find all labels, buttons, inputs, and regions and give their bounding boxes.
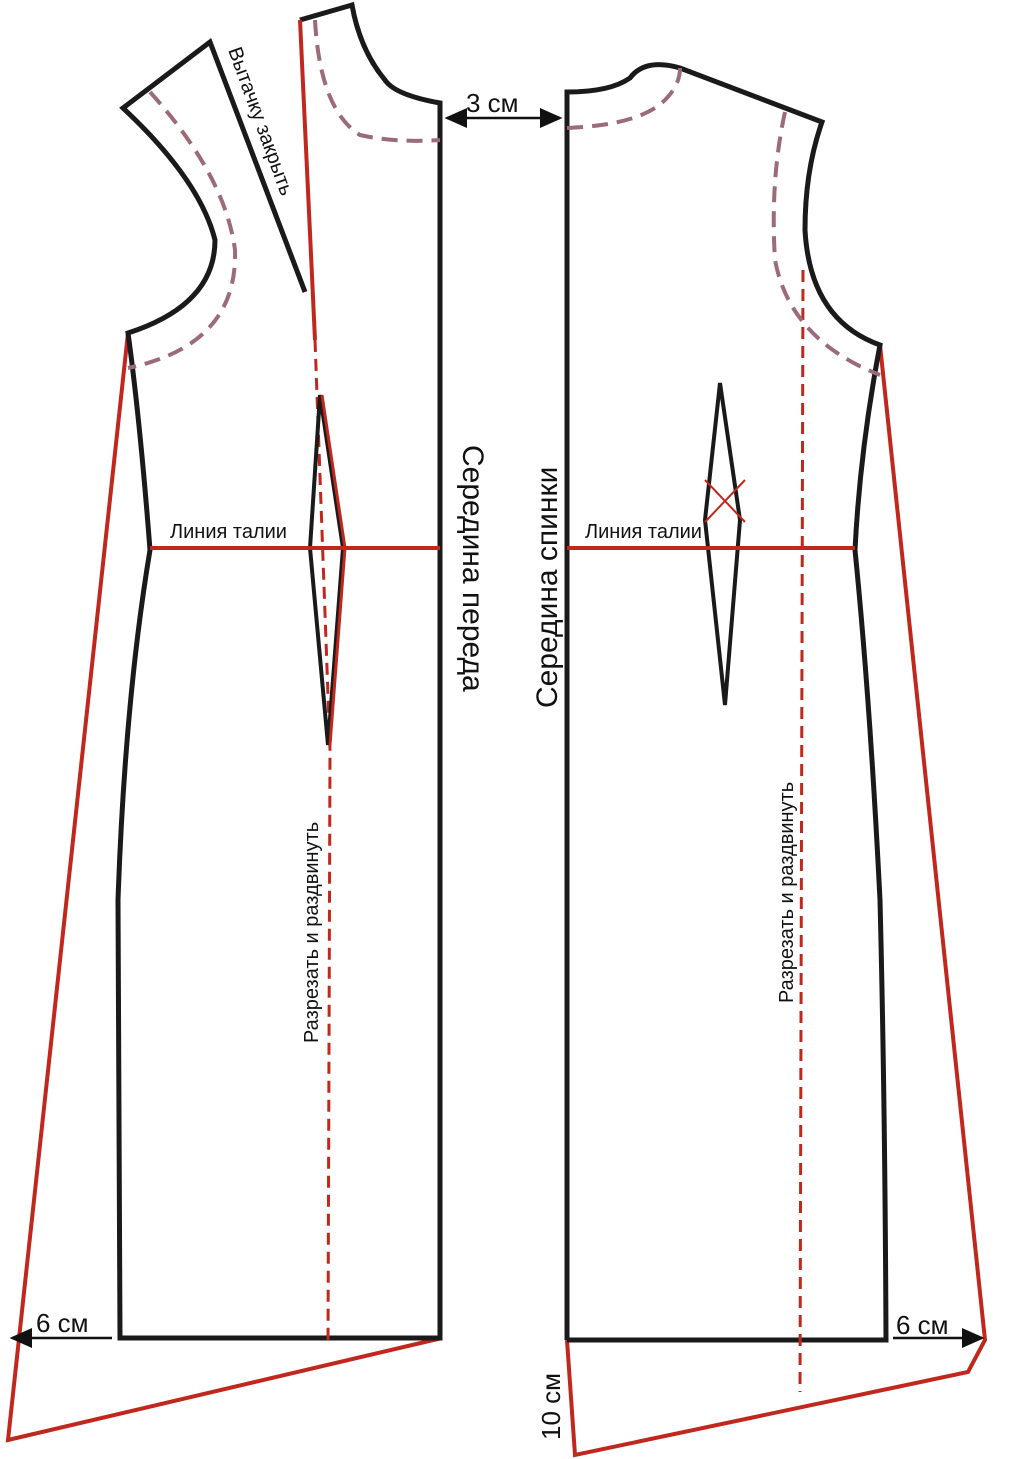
hem-back-length-label: 10 см: [536, 1373, 566, 1440]
back-piece: [564, 62, 988, 1458]
back-flare-side-line: [565, 344, 988, 1458]
back-outline: [564, 62, 889, 1343]
back-neck-facing: [566, 67, 682, 130]
center-front-label: Середина переда: [456, 445, 489, 692]
back-dart-cancel-x: [704, 479, 746, 523]
front-dart-closed-line: [298, 19, 317, 341]
back-cut-line: [798, 269, 805, 1393]
front-armhole-facing: [127, 90, 238, 370]
cut-spread-front-label: Разрезать и раздвинуть: [301, 822, 323, 1043]
hem-front-label: 6 см: [36, 1308, 89, 1338]
hem-back-label: 6 см: [896, 1310, 949, 1340]
front-waist-dart: [307, 394, 346, 746]
back-armhole-facing: [771, 111, 881, 377]
waist-front-label: Линия талии: [170, 521, 287, 543]
waist-back-label: Линия талии: [585, 521, 702, 543]
neck-offset-label: 3 см: [466, 88, 519, 118]
back-waist-dart: [702, 382, 743, 706]
cut-spread-back-label: Разрезать и раздвинуть: [776, 782, 798, 1003]
front-flare-side-line: [5, 332, 443, 1443]
front-neck-facing: [313, 19, 441, 143]
front-piece: [5, 1, 563, 1443]
front-outline: [115, 1, 443, 1341]
front-cut-line: [313, 339, 332, 1346]
center-back-label: Середина спинки: [531, 467, 564, 708]
